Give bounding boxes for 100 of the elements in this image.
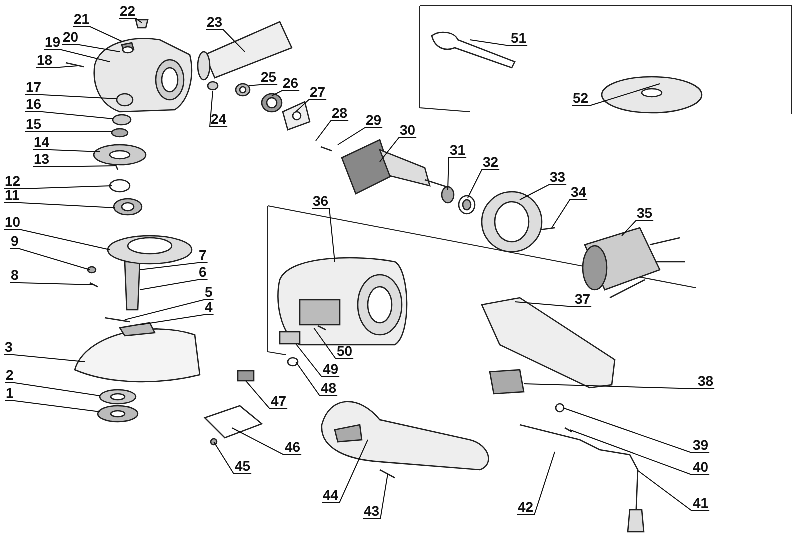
leader-line (470, 40, 528, 46)
leader-line (4, 186, 112, 190)
leader-line (468, 170, 500, 198)
leader-line (362, 474, 388, 520)
callout-number: 20 (62, 30, 80, 45)
leader-line (316, 120, 350, 142)
leader-line (4, 202, 116, 208)
leader-line (246, 380, 288, 410)
leader-line (140, 262, 208, 270)
leader-line (32, 150, 100, 152)
callout-number: 22 (119, 4, 137, 19)
callout-number: 21 (73, 12, 91, 27)
callout-number: 10 (4, 215, 22, 230)
leader-line (248, 84, 278, 86)
leader-line (338, 128, 384, 146)
callout-number: 11 (4, 188, 21, 203)
leader-line (44, 50, 110, 62)
callout-number: 45 (234, 459, 252, 474)
leader-line (140, 280, 208, 290)
callout-number: 2 (5, 368, 15, 383)
callout-number: 27 (309, 85, 327, 100)
leader-line (570, 430, 710, 476)
callout-number: 18 (36, 53, 54, 68)
callout-number: 48 (320, 381, 338, 396)
leader-line (36, 66, 78, 68)
callout-number: 47 (270, 394, 288, 409)
callout-number: 26 (282, 76, 300, 91)
leader-line (140, 314, 214, 326)
callout-number: 29 (365, 113, 383, 128)
callout-number: 17 (25, 80, 43, 95)
callout-number: 12 (4, 174, 22, 189)
leader-line (322, 440, 368, 504)
callout-number: 3 (4, 340, 14, 355)
leader-line (524, 384, 716, 390)
callout-number: 44 (322, 488, 340, 503)
callout-number: 41 (692, 496, 710, 511)
callout-number: 15 (25, 117, 43, 132)
callout-number: 43 (363, 504, 381, 519)
leader-line (62, 44, 120, 52)
callout-number: 39 (692, 438, 710, 453)
leader-line (4, 354, 86, 362)
callout-number: 52 (572, 91, 590, 106)
callout-number: 37 (574, 292, 592, 307)
callout-number: 36 (312, 194, 330, 209)
leader-line (636, 470, 710, 512)
callout-number: 32 (482, 155, 500, 170)
callout-number: 4 (204, 300, 214, 315)
leader-line (24, 94, 118, 100)
callout-number: 14 (33, 135, 51, 150)
callout-number: 19 (44, 35, 62, 50)
leader-line (24, 112, 114, 120)
leader-line (72, 26, 124, 42)
leader-line (514, 302, 592, 308)
leader-line (214, 442, 252, 474)
callout-number: 35 (636, 206, 654, 221)
leader-line (622, 220, 654, 236)
leader-line (296, 100, 328, 112)
callout-number: 6 (198, 265, 208, 280)
leader-line (296, 362, 338, 396)
leader-line (272, 90, 300, 96)
leader-line (572, 84, 660, 106)
leader-line (124, 300, 214, 320)
callout-number: 46 (284, 440, 302, 455)
leader-line (232, 428, 302, 456)
leader-line (296, 344, 340, 378)
leader-line (314, 328, 354, 360)
leader-line (312, 208, 336, 262)
callout-number: 25 (260, 70, 278, 85)
callout-number: 51 (510, 31, 528, 46)
callout-number: 9 (10, 234, 20, 249)
callout-number: 24 (210, 112, 228, 127)
callout-number: 38 (697, 374, 715, 389)
leader-line (4, 230, 110, 250)
callout-number: 42 (517, 500, 535, 515)
callout-number: 31 (449, 143, 467, 158)
callout-number: 8 (10, 268, 20, 283)
callout-number: 16 (25, 97, 43, 112)
leader-line (32, 166, 116, 168)
leader-line (448, 158, 468, 190)
leader-line (380, 138, 418, 162)
leader-line (516, 452, 556, 516)
leader-line (552, 200, 588, 228)
callout-number: 40 (692, 460, 710, 475)
callout-number: 5 (204, 285, 214, 300)
leader-line (10, 248, 90, 270)
callout-number: 23 (206, 15, 224, 30)
leader-line (206, 30, 246, 52)
leader-line (209, 90, 228, 128)
leader-line (4, 382, 100, 396)
callout-number: 34 (570, 185, 588, 200)
callout-number: 30 (399, 123, 417, 138)
leader-line (118, 18, 142, 24)
leader-line (562, 408, 710, 454)
leader-line (10, 282, 94, 286)
callout-number: 13 (33, 152, 51, 167)
callout-number: 33 (549, 170, 567, 185)
callout-number: 1 (5, 386, 15, 401)
leader-line (520, 184, 568, 200)
callout-number: 50 (336, 344, 354, 359)
leader-line (4, 400, 100, 412)
